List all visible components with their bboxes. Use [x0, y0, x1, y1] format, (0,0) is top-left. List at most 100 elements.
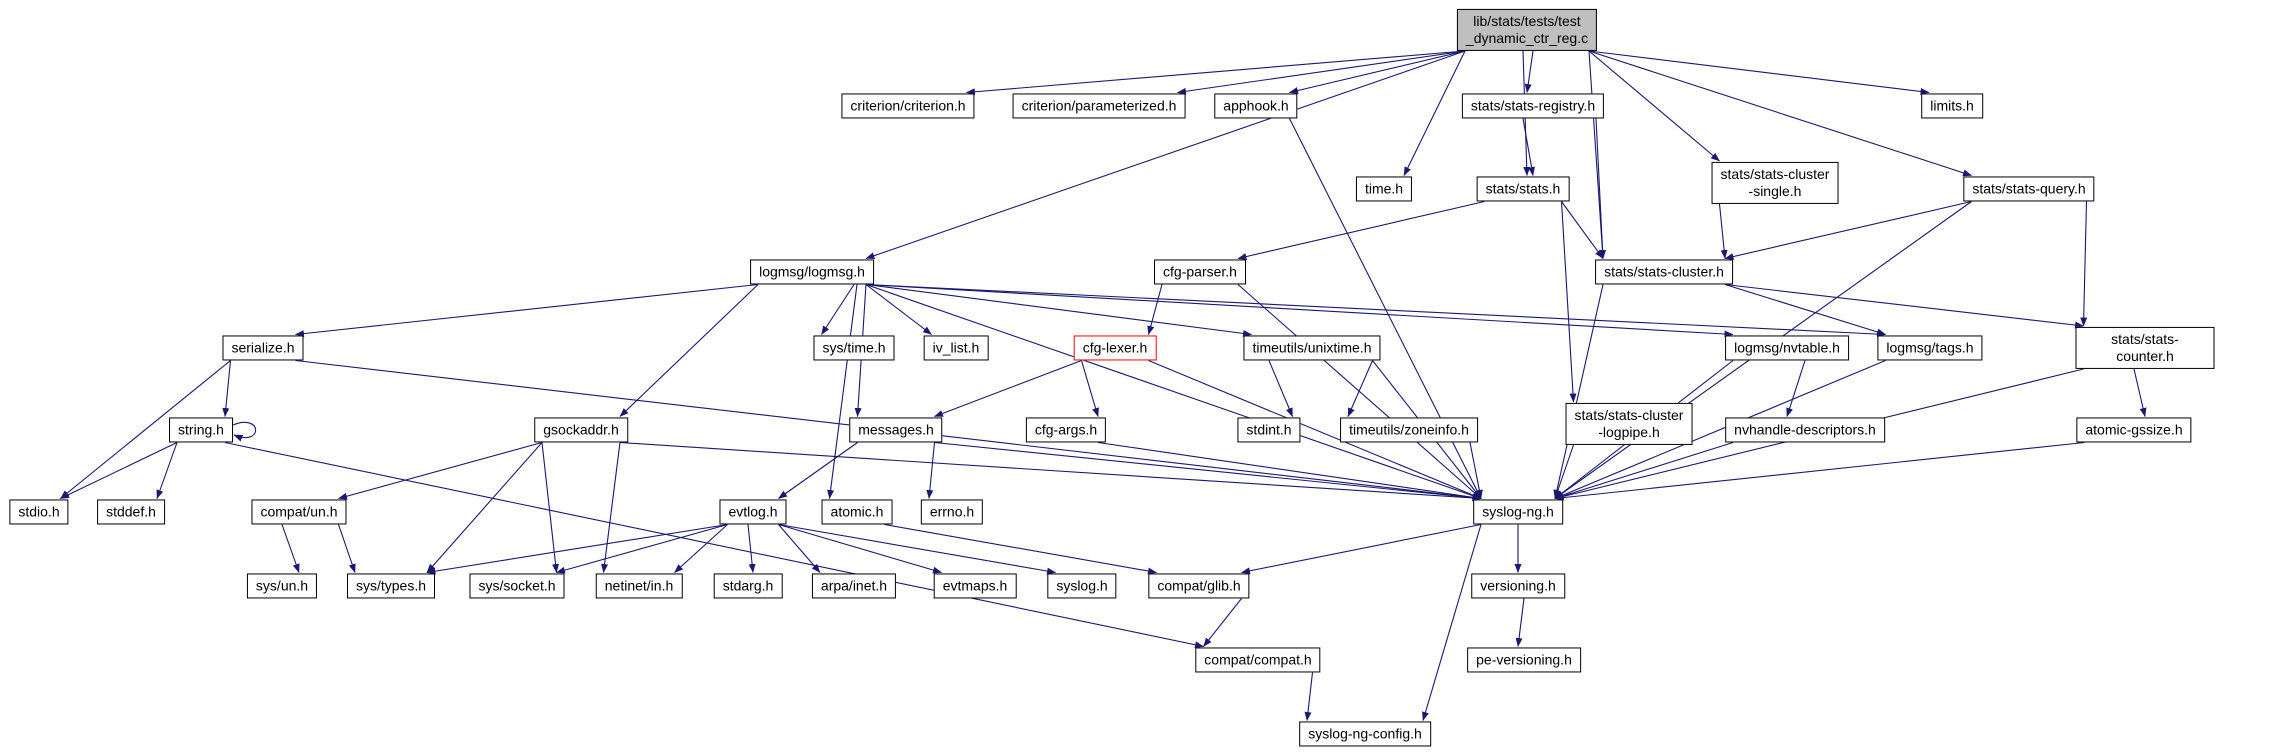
- include-edge-syslog_ng-syslog_ng_config: [1422, 524, 1482, 721]
- include-edge-evtlog-syslog: [778, 523, 1056, 575]
- graph-node-stats_cluster_single[interactable]: stats/stats-cluster -single.h: [1711, 161, 1839, 205]
- graph-node-syslog[interactable]: syslog.h: [1047, 573, 1117, 599]
- include-edge-stats_stats-cfg_parser: [1237, 200, 1485, 260]
- graph-node-stats_cluster_logpipe[interactable]: stats/stats-cluster -logpipe.h: [1565, 402, 1693, 446]
- include-edge-stats_query-stats_cluster: [1724, 200, 1972, 260]
- graph-node-logmsg[interactable]: logmsg/logmsg.h: [750, 259, 874, 285]
- include-edge-root-stats_registry: [1524, 50, 1534, 93]
- graph-node-time[interactable]: time.h: [1355, 176, 1413, 202]
- graph-node-timeutils_unixtime[interactable]: timeutils/unixtime.h: [1243, 335, 1381, 361]
- graph-node-sys_socket[interactable]: sys/socket.h: [469, 573, 565, 599]
- graph-node-string[interactable]: string.h: [169, 417, 233, 443]
- graph-node-root[interactable]: lib/stats/tests/test _dynamic_ctr_reg.c: [1456, 8, 1598, 52]
- graph-node-criterion_criterion[interactable]: criterion/criterion.h: [841, 93, 975, 119]
- include-edge-root-criterion_parameterized: [1177, 50, 1466, 95]
- graph-node-atomic_gssize[interactable]: atomic-gssize.h: [2076, 417, 2192, 443]
- include-edge-stats_stats-stats_cluster_logpipe: [1560, 201, 1577, 403]
- include-edge-cfg_lexer-syslog_ng: [1148, 359, 1482, 500]
- include-edge-cfg_parser-cfg_lexer: [1147, 284, 1163, 335]
- include-edge-logmsg-timeutils_unixtime: [865, 283, 1252, 337]
- graph-node-cfg_parser[interactable]: cfg-parser.h: [1154, 259, 1246, 285]
- include-edge-atomic_gssize-syslog_ng: [1554, 441, 2085, 502]
- graph-node-pe_versioning[interactable]: pe-versioning.h: [1467, 647, 1581, 673]
- graph-node-messages[interactable]: messages.h: [849, 417, 943, 443]
- include-edge-logmsg-gsockaddr: [619, 284, 759, 417]
- graph-node-iv_list[interactable]: iv_list.h: [923, 335, 989, 361]
- graph-node-stdarg[interactable]: stdarg.h: [713, 573, 783, 599]
- include-edge-logmsg-sys_time: [821, 284, 855, 335]
- graph-node-atomic[interactable]: atomic.h: [821, 499, 893, 525]
- graph-node-stdio[interactable]: stdio.h: [9, 499, 69, 525]
- include-edge-stats_registry-stats_cluster: [1595, 118, 1607, 259]
- include-edge-root-stats_cluster: [1588, 50, 1606, 259]
- graph-node-stdint[interactable]: stdint.h: [1237, 417, 1301, 443]
- include-edge-cfg_args-syslog_ng: [1097, 441, 1482, 501]
- graph-node-compat_un[interactable]: compat/un.h: [251, 499, 347, 525]
- graph-node-compat_compat[interactable]: compat/compat.h: [1195, 647, 1321, 673]
- include-edge-evtlog-arpa_inet: [778, 524, 821, 573]
- include-edge-stats_cluster-logmsg_tags: [1724, 283, 1886, 336]
- include-edge-logmsg_nvtable-nvhandle_descriptors: [1786, 360, 1806, 417]
- include-edge-root-stats_query: [1588, 50, 1972, 177]
- include-edge-root-time: [1403, 50, 1466, 176]
- include-edge-messages-syslog_ng: [934, 441, 1482, 502]
- include-edge-evtlog-evtmaps: [778, 523, 942, 574]
- include-edge-compat_un-sys_types: [337, 524, 356, 573]
- graph-node-gsockaddr[interactable]: gsockaddr.h: [534, 417, 628, 443]
- graph-node-syslog_ng[interactable]: syslog-ng.h: [1473, 499, 1563, 525]
- graph-node-syslog_ng_config[interactable]: syslog-ng-config.h: [1299, 721, 1431, 747]
- graph-node-versioning[interactable]: versioning.h: [1471, 573, 1565, 599]
- include-edge-stats_cluster_single-stats_cluster: [1718, 203, 1728, 259]
- include-edge-stats_registry-stats_stats: [1522, 118, 1535, 176]
- graph-node-sys_types[interactable]: sys/types.h: [346, 573, 436, 599]
- include-edge-syslog_ng-compat_glib: [1241, 523, 1482, 575]
- graph-node-netinet_in[interactable]: netinet/in.h: [595, 573, 683, 599]
- include-edge-logmsg-logmsg_nvtable: [865, 283, 1734, 338]
- include-edge-evtlog-sys_socket: [556, 523, 728, 574]
- include-edge-nvhandle_descriptors-syslog_ng: [1554, 441, 1734, 500]
- include-edge-string-stddef: [156, 442, 178, 499]
- include-edge-root-apphook: [1289, 50, 1466, 94]
- graph-node-evtmaps[interactable]: evtmaps.h: [933, 573, 1017, 599]
- graph-node-compat_glib[interactable]: compat/glib.h: [1148, 573, 1250, 599]
- graph-node-apphook[interactable]: apphook.h: [1214, 93, 1298, 119]
- include-edge-compat_compat-syslog_ng_config: [1304, 672, 1314, 721]
- include-edge-string-compat_compat: [224, 441, 1204, 649]
- graph-node-stats_stats[interactable]: stats/stats.h: [1476, 176, 1570, 202]
- graph-node-timeutils_zoneinfo[interactable]: timeutils/zoneinfo.h: [1340, 417, 1478, 443]
- graph-node-criterion_parameterized[interactable]: criterion/parameterized.h: [1012, 93, 1186, 119]
- include-edge-versioning-pe_versioning: [1515, 598, 1525, 647]
- include-edge-messages-errno: [926, 442, 936, 499]
- include-edge-stats_query-stats_counter: [2080, 201, 2088, 327]
- include-edge-stats_counter-atomic_gssize: [2133, 368, 2147, 417]
- graph-node-nvhandle_descriptors[interactable]: nvhandle-descriptors.h: [1725, 417, 1885, 443]
- graph-node-stats_counter[interactable]: stats/stats-counter.h: [2075, 326, 2215, 370]
- graph-node-sys_un[interactable]: sys/un.h: [246, 573, 318, 599]
- include-edge-serialize-stdio: [60, 360, 231, 499]
- graph-node-stats_registry[interactable]: stats/stats-registry.h: [1461, 93, 1605, 119]
- graph-node-arpa_inet[interactable]: arpa/inet.h: [811, 573, 897, 599]
- include-edge-logmsg-logmsg_tags: [865, 283, 1886, 338]
- include-edge-gsockaddr-sys_types: [426, 442, 543, 573]
- include-edge-stats_cluster-stats_counter: [1724, 283, 2084, 329]
- graph-node-evtlog[interactable]: evtlog.h: [719, 499, 787, 525]
- graph-node-stddef[interactable]: stddef.h: [97, 499, 165, 525]
- graph-node-cfg_lexer[interactable]: cfg-lexer.h: [1073, 335, 1157, 361]
- graph-node-logmsg_nvtable[interactable]: logmsg/nvtable.h: [1725, 335, 1849, 361]
- graph-node-cfg_args[interactable]: cfg-args.h: [1025, 417, 1107, 443]
- include-edge-stats_cluster_logpipe-syslog_ng: [1554, 444, 1575, 499]
- include-edge-messages-evtlog: [778, 442, 858, 499]
- include-edge-logmsg-serialize: [295, 283, 759, 338]
- include-edge-timeutils_unixtime-timeutils_zoneinfo: [1347, 360, 1374, 417]
- include-edge-evtlog-sys_types: [426, 523, 728, 575]
- include-edge-gsockaddr-netinet_in: [601, 442, 621, 573]
- graph-node-stats_cluster[interactable]: stats/stats-cluster.h: [1595, 259, 1733, 285]
- include-edge-cfg_lexer-messages: [934, 359, 1082, 418]
- graph-node-limits[interactable]: limits.h: [1921, 93, 1983, 119]
- graph-node-logmsg_tags[interactable]: logmsg/tags.h: [1877, 335, 1983, 361]
- graph-node-serialize[interactable]: serialize.h: [222, 335, 304, 361]
- graph-node-sys_time[interactable]: sys/time.h: [813, 335, 895, 361]
- graph-node-stats_query[interactable]: stats/stats-query.h: [1963, 176, 2095, 202]
- graph-node-errno[interactable]: errno.h: [920, 499, 984, 525]
